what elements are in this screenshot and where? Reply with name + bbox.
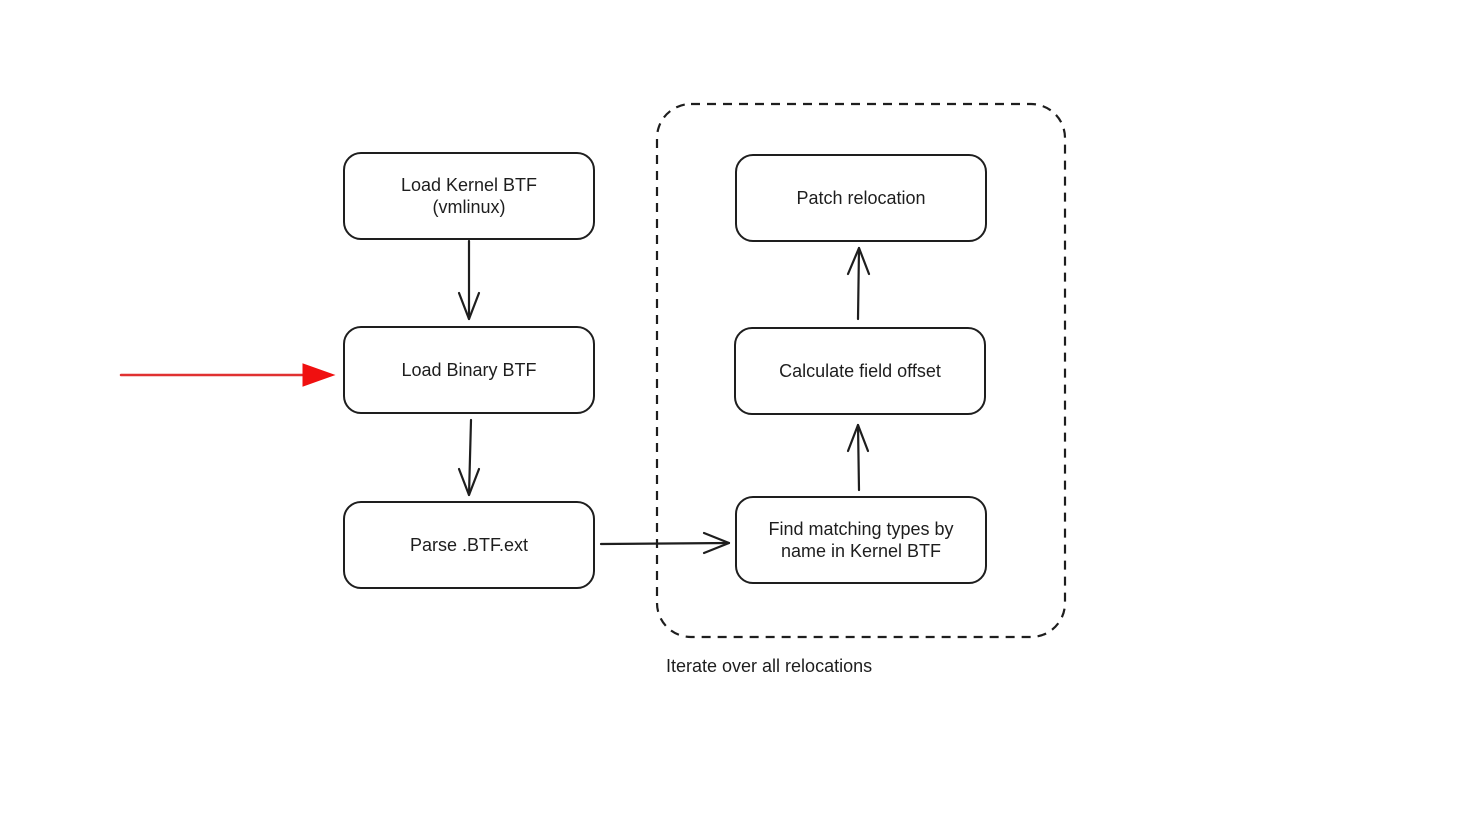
edge-calculate-to-patch [846, 246, 871, 321]
group-label: Iterate over all relocations [666, 656, 873, 676]
node-load-binary-btf: Load Binary BTF [343, 326, 595, 414]
edge-find-to-calculate [846, 423, 870, 492]
node-patch-relocation: Patch relocation [735, 154, 987, 242]
edge-parse-to-find [599, 531, 731, 555]
edge-kernel-to-binary [457, 239, 481, 321]
node-parse-btf-ext: Parse .BTF.ext [343, 501, 595, 589]
node-parse-btf-ext-label: Parse .BTF.ext [409, 535, 529, 555]
highlight-arrow [119, 363, 336, 387]
node-calculate-field-offset: Calculate field offset [734, 327, 986, 415]
node-patch-relocation-label: Patch relocation [796, 188, 926, 208]
node-load-binary-btf-label: Load Binary BTF [401, 360, 537, 380]
node-calculate-field-offset-label: Calculate field offset [779, 361, 941, 381]
node-find-matching-types: Find matching types by name in Kernel BT… [735, 496, 987, 584]
node-load-kernel-btf-label: Load Kernel BTF (vmlinux) [400, 175, 538, 217]
edge-binary-to-parse [457, 418, 481, 497]
relocation-loop-group [655, 102, 1067, 639]
node-find-matching-types-label: Find matching types by name in Kernel BT… [768, 519, 954, 561]
node-load-kernel-btf: Load Kernel BTF (vmlinux) [343, 152, 595, 240]
